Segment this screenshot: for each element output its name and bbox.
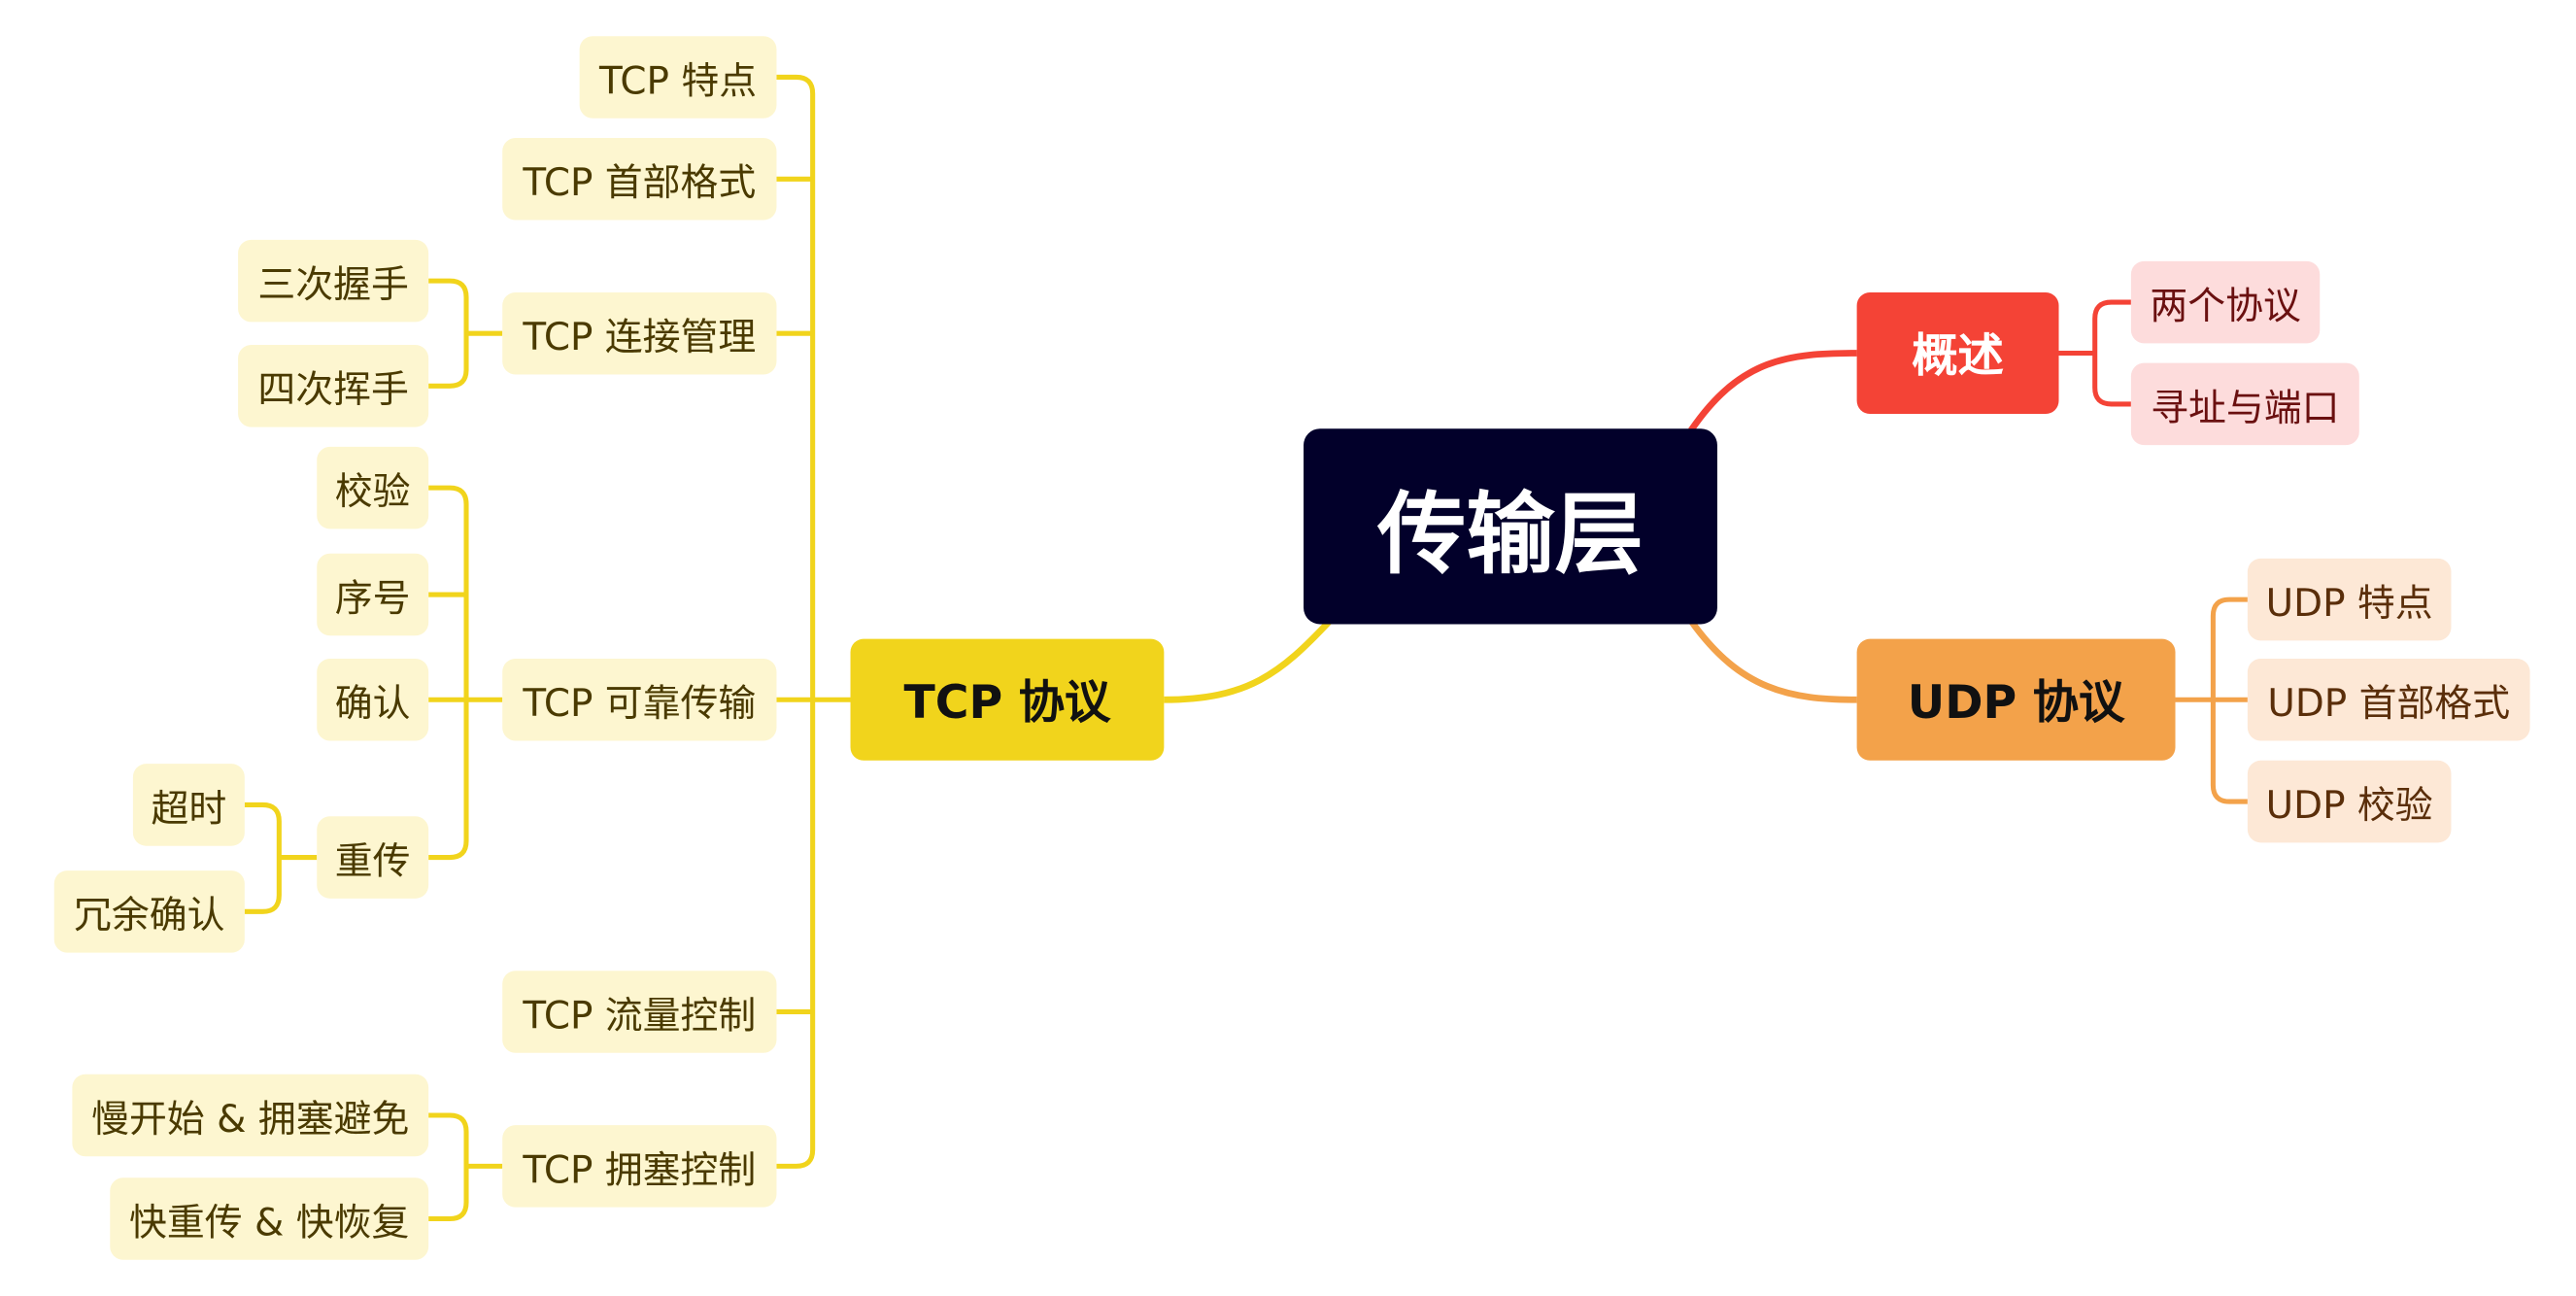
udp-child-header[interactable]: UDP 首部格式 xyxy=(2247,658,2530,741)
tcp-child-flow-control[interactable]: TCP 流量控制 xyxy=(502,971,777,1053)
link-root-overview xyxy=(1688,350,1857,432)
udp-child-features[interactable]: UDP 特点 xyxy=(2247,558,2452,641)
udp-protocol-node[interactable]: UDP 协议 xyxy=(1856,638,2176,761)
tcp-child-reliable[interactable]: TCP 可靠传输 xyxy=(502,658,777,741)
udp-child-checksum[interactable]: UDP 校验 xyxy=(2247,760,2452,843)
overview-node[interactable]: 概述 xyxy=(1856,291,2059,415)
tcp-child-congestion[interactable]: TCP 拥塞控制 xyxy=(502,1125,777,1208)
reliable-child-sequence[interactable]: 序号 xyxy=(317,553,429,636)
tcp-protocol-node[interactable]: TCP 协议 xyxy=(850,638,1165,761)
overview-child-addressing-ports[interactable]: 寻址与端口 xyxy=(2130,362,2359,446)
links-tcp xyxy=(244,74,851,1222)
congestion-child-fast-retransmit[interactable]: 快重传 & 快恢复 xyxy=(110,1177,429,1260)
tcp-child-features[interactable]: TCP 特点 xyxy=(579,36,777,119)
retransmit-child-timeout[interactable]: 超时 xyxy=(132,764,245,846)
reliable-child-ack[interactable]: 确认 xyxy=(317,658,429,741)
connection-child-3way[interactable]: 三次握手 xyxy=(238,239,429,323)
retransmit-child-dup-ack[interactable]: 冗余确认 xyxy=(53,870,245,953)
tcp-child-header[interactable]: TCP 首部格式 xyxy=(502,138,777,221)
reliable-child-retransmit[interactable]: 重传 xyxy=(317,816,429,899)
links-udp xyxy=(2175,597,2248,804)
overview-child-two-protocols[interactable]: 两个协议 xyxy=(2130,260,2321,344)
tcp-child-connection[interactable]: TCP 连接管理 xyxy=(502,291,777,375)
connection-child-4way[interactable]: 四次挥手 xyxy=(238,345,429,427)
links-overview xyxy=(2058,299,2131,407)
congestion-child-slow-start[interactable]: 慢开始 & 拥塞避免 xyxy=(72,1074,429,1157)
link-root-udp xyxy=(1688,619,1857,703)
reliable-child-checksum[interactable]: 校验 xyxy=(317,446,429,529)
link-root-tcp xyxy=(1164,618,1333,703)
root-node[interactable]: 传输层 xyxy=(1304,428,1717,625)
